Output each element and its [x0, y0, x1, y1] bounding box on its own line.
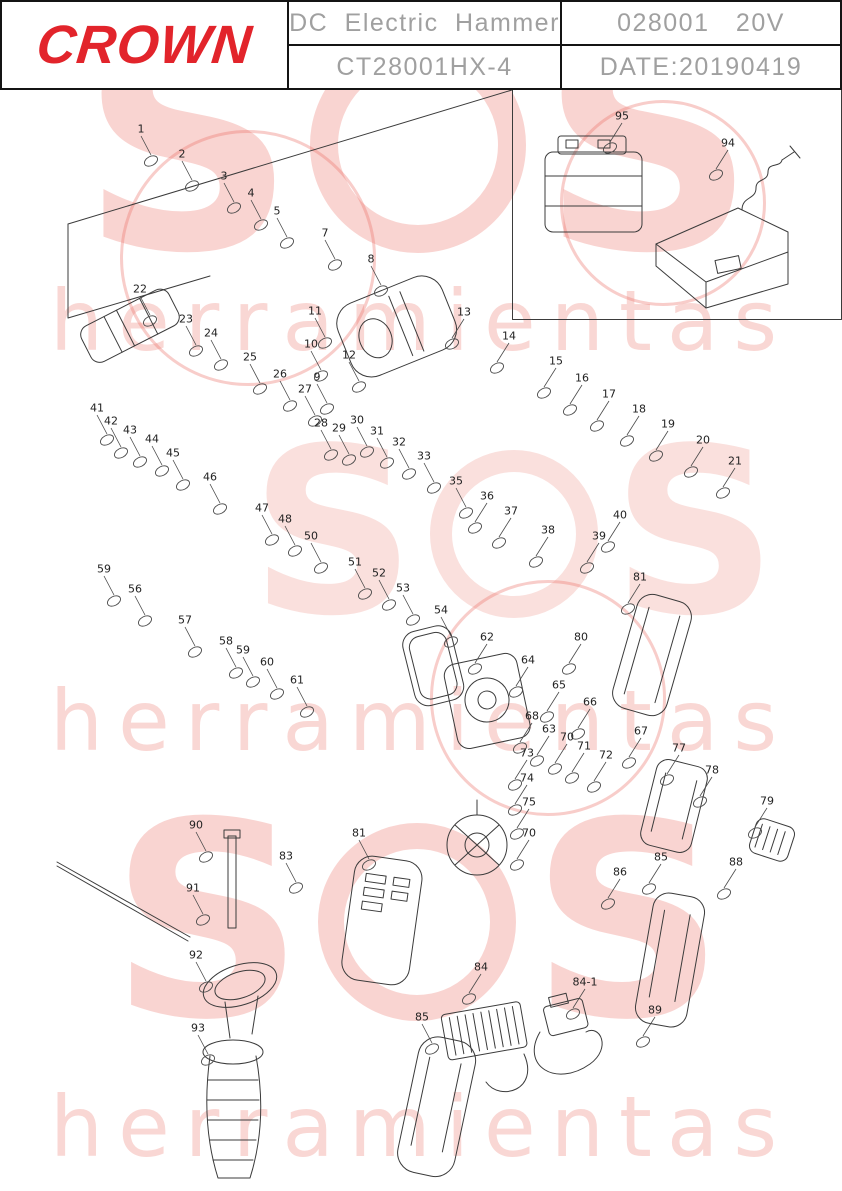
left-housing-drawing — [341, 855, 423, 986]
brush-cap-drawing — [748, 818, 796, 862]
grip-drawing — [202, 1039, 264, 1179]
motor-housing-drawing — [640, 759, 708, 853]
barrel-drawing — [80, 288, 180, 363]
right-housing-drawing — [634, 892, 706, 1028]
pcb-drawing — [440, 1001, 528, 1061]
charger-drawing — [655, 145, 801, 309]
generated-part-glyphs — [96, 122, 768, 1066]
wires-drawing — [485, 1029, 603, 1093]
model-number: CT28001HX-4 — [336, 52, 513, 81]
motor-drawing — [446, 799, 508, 876]
handle-clamp-drawing — [202, 962, 278, 1039]
switch-drawing — [543, 992, 589, 1037]
battery-drawing — [544, 135, 643, 233]
logo-cell: CROWN — [2, 2, 289, 88]
rear-handle-drawing — [397, 1036, 477, 1178]
brand-logo: CROWN — [33, 15, 256, 75]
date-label: DATE:20190419 — [599, 52, 803, 81]
product-code: 028001 20V — [562, 2, 840, 46]
inset-frame — [67, 88, 842, 320]
gasket-drawing — [402, 625, 465, 707]
product-cell: DC Electric Hammer CT28001HX-4 — [289, 2, 562, 88]
inner-housing-drawing — [612, 593, 692, 717]
gear-housing-drawing — [336, 275, 458, 378]
crankcase-drawing — [443, 652, 531, 749]
code-cell: 028001 20V DATE:20190419 — [562, 2, 840, 88]
product-name: DC Electric Hammer — [289, 2, 560, 46]
title-block: CROWN DC Electric Hammer CT28001HX-4 028… — [0, 0, 842, 90]
side-handle-rod-drawing — [56, 829, 241, 942]
